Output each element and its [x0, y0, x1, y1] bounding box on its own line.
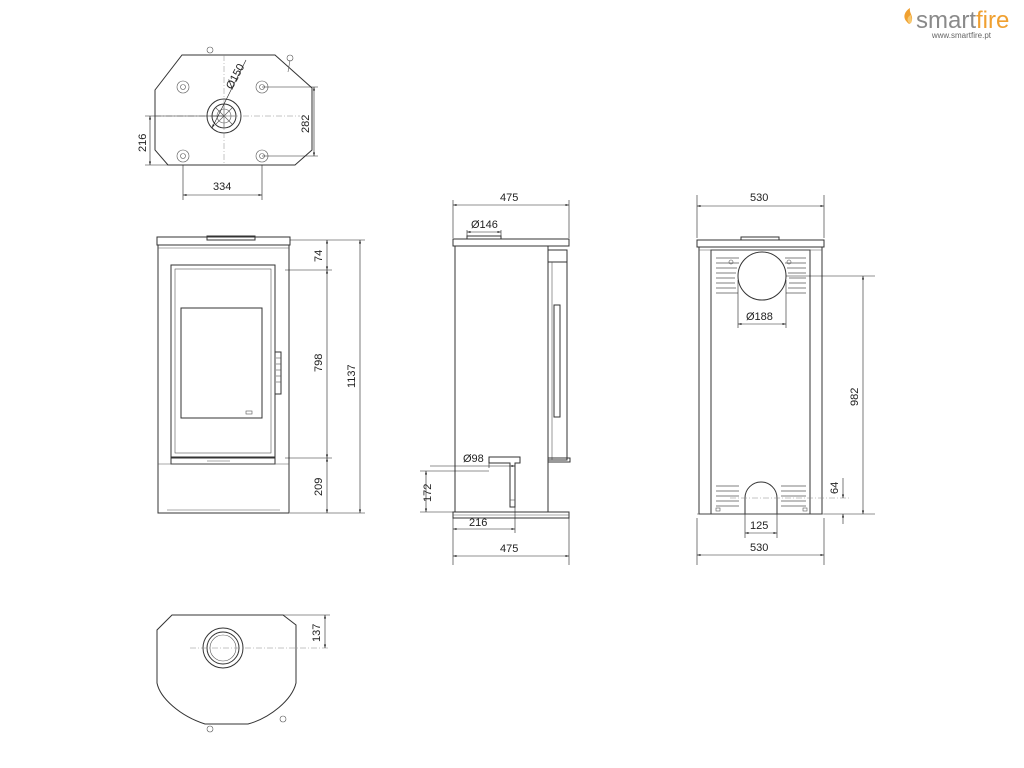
side-inlet-dia-label: Ø98: [463, 453, 484, 465]
side-view: 475 Ø146 Ø98 172 216 475: [420, 192, 571, 565]
brand-name-smart: smart: [916, 7, 976, 34]
svg-text:smartfire: smartfire: [916, 7, 1009, 34]
back-inlet-width-label: 125: [750, 520, 768, 532]
bottom-view: 137: [156, 614, 330, 733]
brand-name-fire: fire: [976, 7, 1009, 34]
side-inlet-height-label: 172: [422, 484, 434, 502]
brand-logo: smartfire www.smartfire.pt: [904, 7, 1009, 40]
front-door-label: 798: [313, 354, 325, 372]
front-total-label: 1137: [346, 364, 358, 388]
top-hole-dia-label: Ø150: [224, 62, 247, 91]
side-inlet-offset-label: 216: [469, 517, 487, 529]
back-outlet-dia-label: Ø188: [746, 311, 773, 323]
top-depth-right-label: 282: [300, 115, 312, 133]
front-top-label: 74: [313, 250, 325, 262]
side-outlet-dia-label: Ø146: [471, 219, 498, 231]
back-outlet-height-label: 982: [849, 388, 861, 406]
front-base-label: 209: [313, 478, 325, 496]
top-depth-left-label: 216: [137, 134, 149, 152]
front-view: 74 798 209 1137: [156, 235, 365, 514]
brand-url: www.smartfire.pt: [931, 31, 992, 40]
side-width-top-label: 475: [500, 192, 518, 204]
side-width-bottom-label: 475: [500, 543, 518, 555]
flame-icon: [904, 8, 913, 24]
bottom-depth-label: 137: [311, 624, 323, 642]
back-view: Ø188 530 982 64 125: [696, 192, 875, 565]
top-view: Ø150 334 216 282: [137, 46, 318, 200]
back-inlet-height-label: 64: [829, 482, 841, 494]
back-vents-top: [716, 257, 806, 294]
back-width-top-label: 530: [750, 192, 768, 204]
back-vents-bottom: [716, 485, 806, 507]
back-width-bottom-label: 530: [750, 542, 768, 554]
top-width-label: 334: [213, 181, 231, 193]
